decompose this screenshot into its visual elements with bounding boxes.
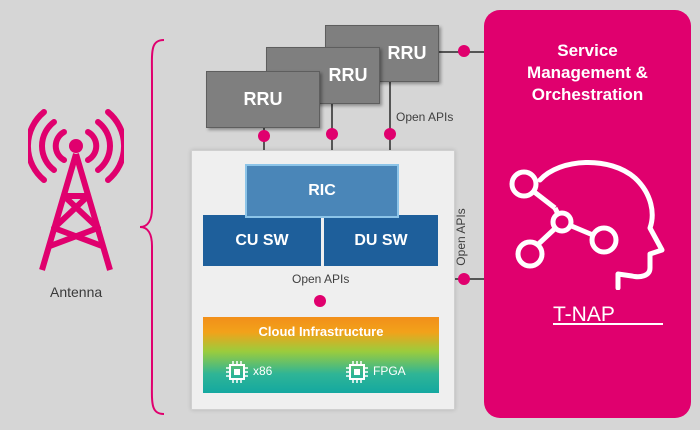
connection-dot — [458, 45, 470, 57]
rru-open-apis-label: Open APIs — [396, 110, 454, 124]
x86-label: x86 — [253, 364, 273, 378]
antenna-tower-icon — [28, 109, 124, 271]
smo-open-apis-label: Open APIs — [454, 208, 468, 266]
cu-du-open-apis-label: Open APIs — [290, 272, 352, 286]
connection-dot — [326, 128, 338, 140]
tnap-underline — [553, 323, 663, 325]
antenna-label: Antenna — [50, 284, 103, 300]
rru-label: RRU — [328, 65, 368, 85]
du-sw-box: DU SW — [324, 215, 438, 266]
connection-dot — [384, 128, 396, 140]
smo-title: Service Management & Orchestration — [484, 40, 691, 106]
connection-dot — [458, 273, 470, 285]
tnap-label: T-NAP — [553, 303, 615, 326]
cu-sw-box: CU SW — [203, 215, 321, 266]
connection-dot — [258, 130, 270, 142]
du-sw-label: DU SW — [354, 231, 408, 249]
cpu-chip-icon — [226, 361, 248, 383]
cpu-chip-icon — [346, 361, 368, 383]
rru-label: RRU — [243, 89, 283, 109]
smo-title-line: Orchestration — [531, 85, 644, 104]
smo-title-line: Management & — [527, 63, 648, 82]
cu-sw-label: CU SW — [235, 231, 289, 249]
cloud-title: Cloud Infrastructure — [258, 324, 384, 339]
connection-dot — [314, 295, 326, 307]
rru2-connector — [331, 102, 333, 150]
ric-label: RIC — [308, 182, 336, 199]
rru3-connector — [389, 80, 391, 150]
cloud-infrastructure-box: Cloud Infrastructure x86 FPGA — [203, 317, 439, 393]
network-head-icon — [509, 160, 665, 290]
rru-label: RRU — [387, 43, 427, 63]
curly-brace — [139, 39, 165, 415]
smo-panel: Service Management & Orchestration — [484, 10, 691, 418]
fpga-label: FPGA — [373, 364, 406, 378]
ric-box: RIC — [245, 164, 399, 218]
rru-box-1: RRU — [206, 71, 320, 128]
smo-title-line: Service — [557, 41, 618, 60]
